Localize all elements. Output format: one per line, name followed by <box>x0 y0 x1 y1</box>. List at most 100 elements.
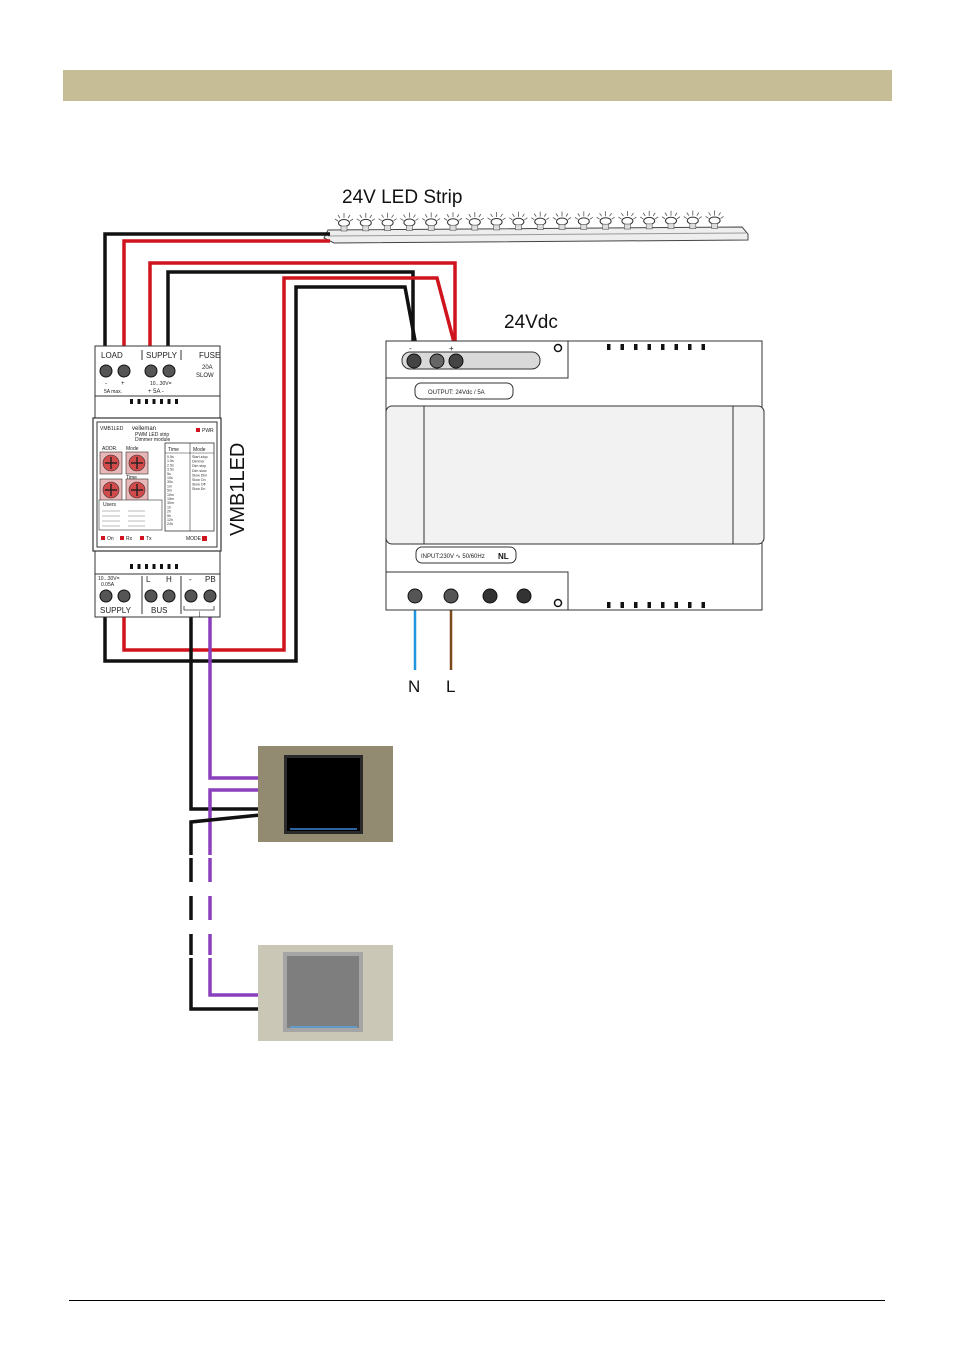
neutral-label: N <box>408 677 420 696</box>
led-emitter <box>683 210 703 229</box>
module-addr: ADDR. <box>102 446 118 452</box>
time-value: 0.5s <box>167 455 174 459</box>
module-bottom-bus: BUS <box>151 606 167 615</box>
module-load-max: 5A max. <box>104 389 122 395</box>
wire-bottom-supply-plus <box>122 276 457 652</box>
led-strip-label: 24V LED Strip <box>342 187 462 208</box>
psu-terminal-minus <box>406 353 422 369</box>
module-brand: velleman <box>132 426 156 432</box>
module-time-list: 0.5s1.5s2.5s3.5s5s10s30s1m5m10m15m30m1h2… <box>167 455 174 526</box>
mode-value: Slow Dim <box>192 473 207 477</box>
mode-value: Dim slow <box>192 469 207 473</box>
led-emitter <box>596 211 615 230</box>
led-emitters <box>334 210 724 232</box>
psu-terminal-l <box>443 588 459 604</box>
psu-terminal-plus <box>448 353 464 369</box>
rotary-dial <box>125 478 149 502</box>
vent-slot <box>688 344 692 350</box>
time-value: 30m <box>167 501 174 505</box>
led-emitter <box>421 212 441 231</box>
power-supply-label: 24Vdc <box>504 312 558 333</box>
module-bottom-h: H <box>166 575 172 584</box>
time-value: 2h <box>167 510 171 514</box>
led-emitter <box>552 211 572 230</box>
vent-slot <box>130 564 133 569</box>
wire-pb-signal-branch <box>208 788 260 855</box>
module-bottom-supply-range: 10...30V= <box>98 576 120 582</box>
module-supply-range: 10...30V= <box>150 381 172 387</box>
psu-terminal-n <box>407 588 423 604</box>
module-led-tx: Tx <box>146 536 152 542</box>
vent-slot <box>647 602 651 608</box>
vent-slot <box>620 344 624 350</box>
time-value: 1.5s <box>167 459 174 463</box>
led-emitter <box>334 213 354 232</box>
psu-vent-bottom <box>607 602 705 608</box>
psu-vent-top <box>607 344 705 350</box>
header-bar <box>63 70 892 101</box>
mode-value: Slow Dn <box>192 487 205 491</box>
wire-pb2-common <box>189 958 260 1011</box>
psu-adjust-knob <box>429 353 445 369</box>
module-top-fuse: FUSE <box>199 351 220 360</box>
led-emitter <box>618 211 637 230</box>
vent-slot <box>688 602 692 608</box>
module-bottom-supply-current: 0.05A <box>101 582 115 588</box>
vent-slot <box>634 602 638 608</box>
rotary-dial <box>99 478 123 502</box>
push-button-panel-2 <box>258 945 393 1041</box>
footer-rule <box>69 1300 885 1301</box>
wires <box>103 232 457 1011</box>
time-value: 10s <box>167 476 173 480</box>
rotary-dial <box>125 451 149 475</box>
module-front-model: VMB1LED <box>100 426 124 432</box>
wire-pb2-signal <box>208 958 260 997</box>
vent-slot <box>130 399 133 404</box>
module-vent-top <box>130 399 178 404</box>
vent-slot <box>620 602 624 608</box>
wire-load-minus <box>103 232 330 365</box>
led-emitter <box>465 212 485 231</box>
psu-input-badge: NL <box>498 552 509 561</box>
module-label: VMB1LED <box>227 443 249 536</box>
module-led-rx: Rx <box>126 536 133 542</box>
push-button-panel-1 <box>258 746 393 842</box>
time-value: 5s <box>167 472 171 476</box>
vent-slot <box>661 602 665 608</box>
wire-pb-common-branch <box>189 813 261 855</box>
led-strip <box>323 210 749 244</box>
module-users-head: Users <box>103 502 117 508</box>
vent-slot <box>674 602 678 608</box>
led-emitter <box>639 210 659 230</box>
wire-load-plus <box>122 239 330 365</box>
vent-slot <box>145 399 148 404</box>
module-pb-symbol: ⊥ <box>196 610 203 619</box>
vent-slot <box>607 344 611 350</box>
vent-slot <box>152 399 156 404</box>
mode-value: Dim stop <box>192 464 206 468</box>
psu-minus: - <box>409 344 412 353</box>
vent-slot <box>137 399 141 404</box>
time-value: 15m <box>167 497 174 501</box>
module-top-supply: SUPPLY <box>146 351 178 360</box>
vent-slot <box>701 602 705 608</box>
vent-slot <box>634 344 638 350</box>
time-value: 10m <box>167 493 174 497</box>
module-mode-button-label: MODE <box>186 536 202 542</box>
time-value: 1m <box>167 484 172 488</box>
vent-slot <box>661 344 665 350</box>
module-led-on: On <box>107 536 114 542</box>
psu-output-rating: OUTPUT: 24Vdc / 5A <box>428 390 485 396</box>
module-bottom-pb: PB <box>205 575 216 584</box>
led-emitter <box>530 211 550 230</box>
vent-slot <box>647 344 651 350</box>
wire-supply-minus <box>166 270 415 365</box>
led-emitter <box>661 210 681 230</box>
module-fuse-type: SLOW <box>196 373 214 379</box>
module-table-mode: Mode <box>193 447 206 453</box>
time-value: 30s <box>167 480 173 484</box>
module-bottom-minus: - <box>189 575 192 584</box>
led-emitter <box>705 210 724 229</box>
mode-value: Dimmer <box>192 460 205 464</box>
